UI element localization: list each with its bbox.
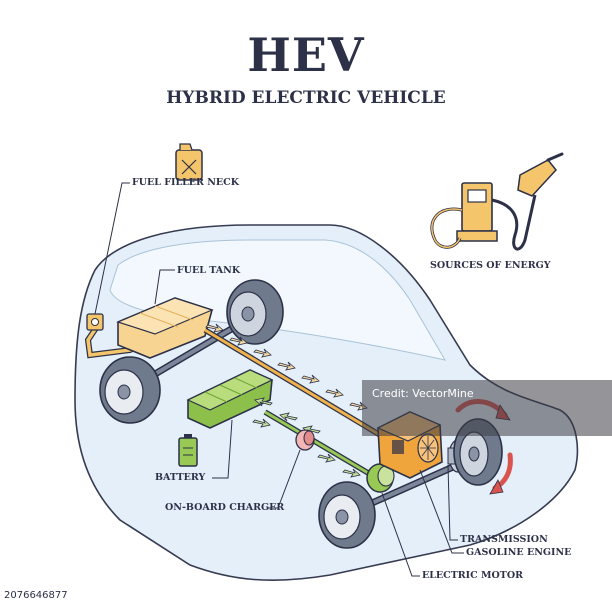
front-left-wheel: [318, 481, 376, 549]
electric-motor-shape: [366, 463, 395, 493]
fuel-cap: [86, 313, 104, 331]
fuel-pump-icon: [430, 152, 564, 251]
label-gasoline-engine: GASOLINE ENGINE: [466, 547, 572, 558]
battery-pack: [186, 369, 274, 429]
label-electric-motor: ELECTRIC MOTOR: [422, 570, 524, 581]
label-on-board-charger: ON-BOARD CHARGER: [165, 502, 285, 513]
label-sources-of-energy: SOURCES OF ENERGY: [430, 260, 551, 271]
electric-flow-arrows: [252, 397, 361, 478]
label-fuel-filler-neck: FUEL FILLER NECK: [132, 177, 239, 188]
label-fuel-tank: FUEL TANK: [177, 265, 241, 276]
stock-id: 2076646877: [4, 590, 68, 601]
on-board-charger: [295, 429, 315, 451]
battery-icon: [178, 434, 198, 467]
watermark-text: Credit: VectorMine: [372, 387, 474, 400]
label-battery: BATTERY: [155, 472, 206, 483]
page-subtitle: HYBRID ELECTRIC VEHICLE: [166, 88, 446, 108]
rear-right-wheel: [226, 279, 284, 345]
fuel-tank-shape: [116, 297, 214, 359]
leader-lines: [94, 182, 464, 577]
page-title: HEV: [247, 28, 365, 82]
label-transmission: TRANSMISSION: [460, 534, 548, 545]
watermark-band: [362, 380, 612, 436]
rear-left-wheel: [99, 356, 161, 424]
fuel-canister-icon: [175, 143, 203, 181]
